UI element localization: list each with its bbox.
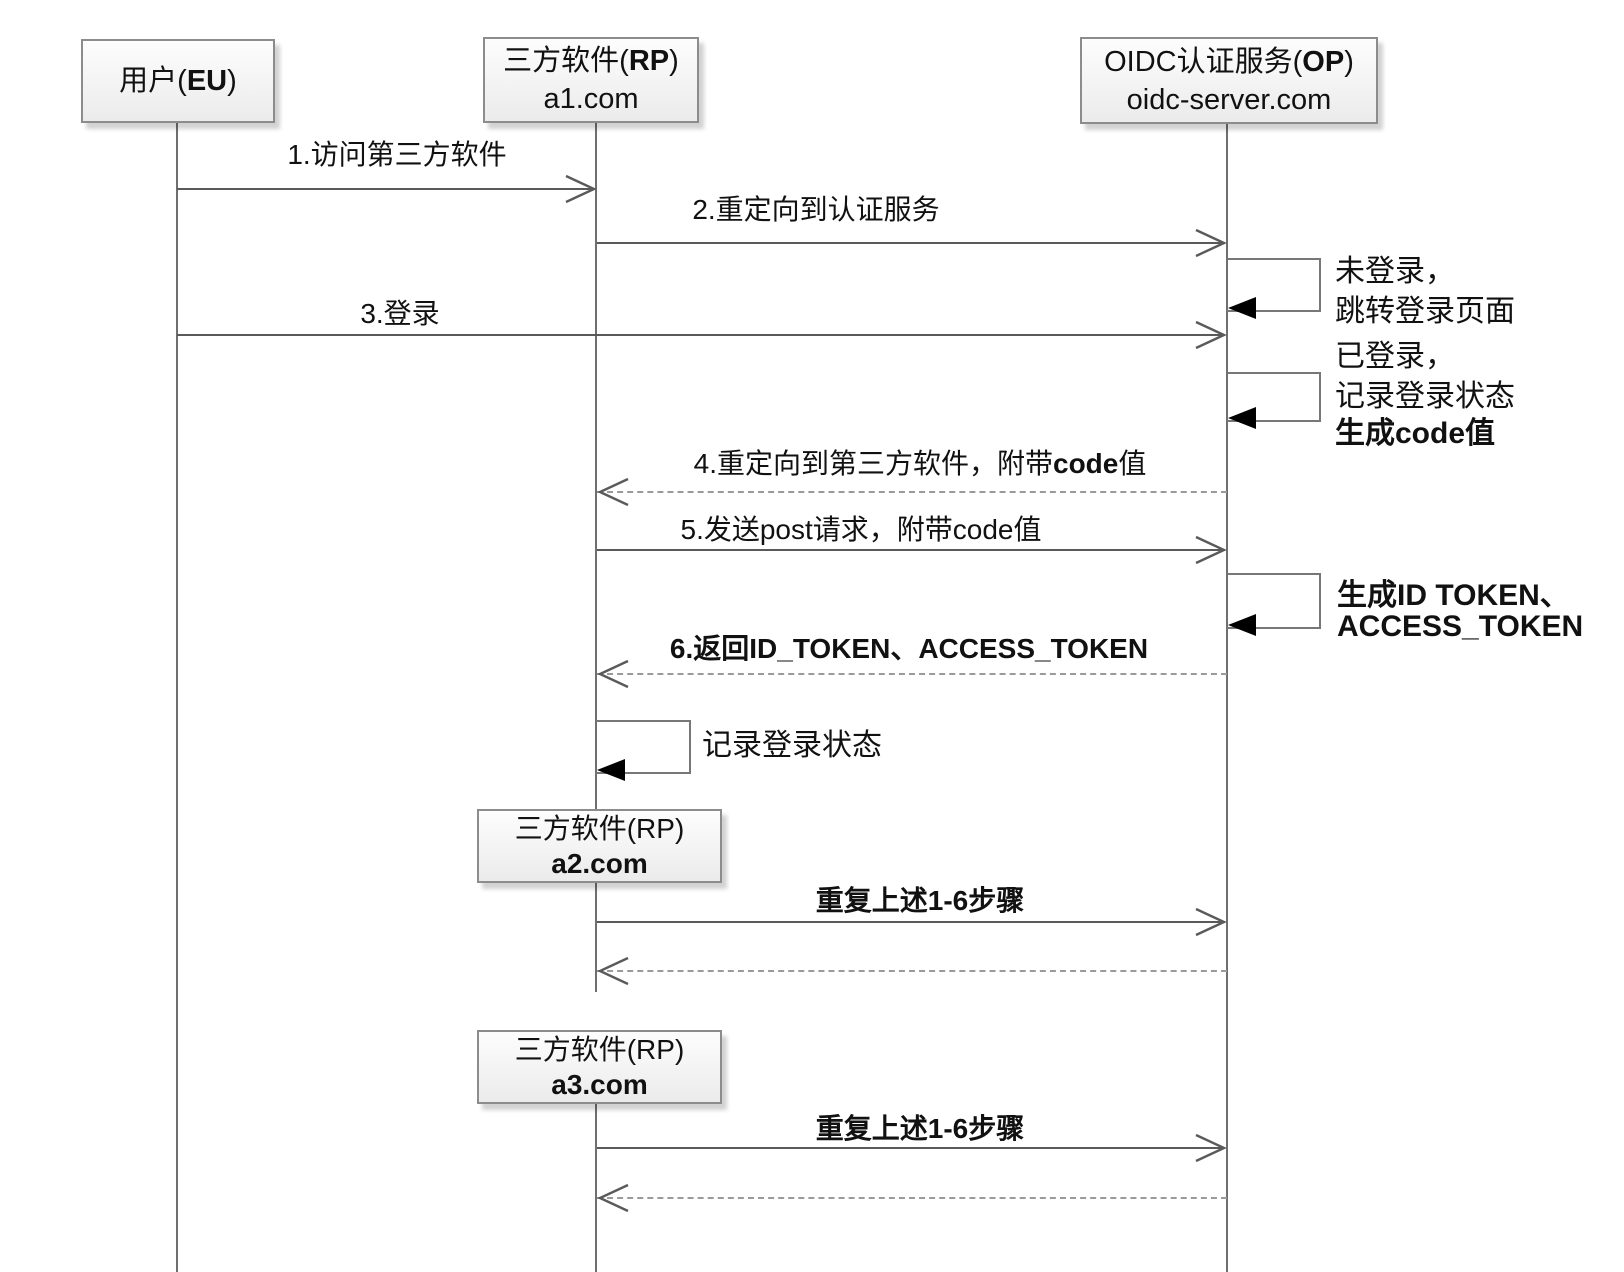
arrowhead-open-left-icon [597, 956, 629, 986]
lifeline-rp-upper [595, 118, 597, 992]
self-message-generate-token-box [1227, 573, 1321, 629]
actor-rp-box: 三方软件(RP) a1.com [483, 37, 699, 123]
self-message-rp-state-box [596, 720, 691, 774]
note-rp-state: 记录登录状态 [702, 729, 882, 762]
actor-op-name: OIDC认证服务( [1104, 45, 1303, 78]
actor-rp-name: 三方软件( [503, 45, 629, 77]
arrowhead-open-right-icon [1195, 320, 1227, 350]
message-6-line [597, 673, 1227, 675]
self-message-logged-box [1227, 372, 1321, 422]
actor-rp3-title: 三方软件(RP) [514, 1034, 685, 1065]
repeat-1-label: 重复上述1-6步骤 [815, 885, 1025, 916]
actor-eu-title: 用户(EU) [119, 62, 237, 100]
message-2-line [597, 242, 1221, 244]
arrowhead-open-right-icon [1195, 1133, 1227, 1163]
actor-op-abbr: OP [1302, 45, 1345, 78]
note-token-line2: ACCESS_TOKEN [1337, 610, 1584, 643]
message-4-line [597, 491, 1227, 493]
arrowhead-open-left-icon [597, 477, 629, 507]
message-4-label-bold: code [1052, 448, 1119, 479]
arrowhead-open-left-icon [597, 659, 629, 689]
note-not-logged-line2: 跳转登录页面 [1335, 295, 1515, 328]
actor-rp-title: 三方软件(RP) [503, 42, 679, 80]
actor-op-name-close: ) [1344, 45, 1354, 78]
repeat-2-return-line [597, 1197, 1227, 1199]
note-generate-code: 生成code值 [1335, 417, 1496, 450]
actor-rp2-title: 三方软件(RP) [514, 813, 685, 844]
note-logged-line2: 记录登录状态 [1335, 380, 1515, 413]
lifeline-eu [176, 120, 178, 1272]
actor-op-box: OIDC认证服务(OP) oidc-server.com [1080, 37, 1378, 124]
actor-rp-abbr: RP [628, 45, 670, 77]
lifeline-op [1226, 120, 1228, 1272]
message-2-label: 2.重定向到认证服务 [692, 194, 940, 225]
note-not-logged-line1: 未登录， [1335, 255, 1455, 288]
arrowhead-filled-left-icon [597, 759, 625, 781]
arrowhead-open-right-icon [565, 174, 597, 204]
lifeline-rp-lower [595, 1030, 597, 1272]
arrowhead-open-right-icon [1195, 228, 1227, 258]
message-5-line [597, 549, 1221, 551]
repeat-2-label: 重复上述1-6步骤 [815, 1113, 1025, 1144]
actor-rp-domain: a1.com [543, 83, 639, 115]
arrowhead-open-right-icon [1195, 907, 1227, 937]
repeat-1-return-line [597, 970, 1227, 972]
self-message-not-logged-box [1227, 258, 1321, 312]
message-6-label: 6.返回ID_TOKEN、ACCESS_TOKEN [669, 633, 1149, 664]
note-logged-line1: 已登录， [1335, 340, 1455, 373]
actor-eu-abbr: EU [186, 65, 228, 97]
message-4-label: 4.重定向到第三方软件，附带code值 [694, 442, 1147, 482]
arrowhead-filled-left-icon [1228, 407, 1256, 429]
arrowhead-open-right-icon [1195, 535, 1227, 565]
actor-op-domain: oidc-server.com [1126, 83, 1332, 116]
message-3-label: 3.登录 [360, 298, 440, 329]
actor-op-title: OIDC认证服务(OP) [1104, 43, 1354, 81]
message-1-label: 1.访问第三方软件 [287, 139, 507, 170]
actor-rp2-domain: a2.com [551, 848, 648, 879]
actor-eu-box: 用户(EU) [81, 39, 275, 123]
message-4-label-part: 4.重定向到第三方软件，附带 [693, 448, 1053, 479]
arrowhead-filled-left-icon [1228, 614, 1256, 636]
message-4-label-part: 值 [1118, 448, 1147, 479]
actor-rp3-box: 三方软件(RP) a3.com [477, 1030, 722, 1104]
message-5-label: 5.发送post请求，附带code值 [680, 514, 1042, 545]
arrowhead-filled-left-icon [1228, 297, 1256, 319]
repeat-1-line [597, 921, 1221, 923]
actor-rp2-box: 三方软件(RP) a2.com [477, 809, 722, 883]
arrowhead-open-left-icon [597, 1183, 629, 1213]
repeat-2-line [597, 1147, 1221, 1149]
message-3-line [177, 334, 1221, 336]
actor-rp-name-close: ) [669, 45, 679, 77]
actor-eu-name-close: ) [227, 65, 237, 97]
note-token-line1: 生成ID TOKEN、 [1337, 579, 1570, 612]
actor-rp3-domain: a3.com [551, 1069, 648, 1100]
message-1-line [177, 188, 591, 190]
actor-eu-name: 用户( [119, 65, 187, 97]
